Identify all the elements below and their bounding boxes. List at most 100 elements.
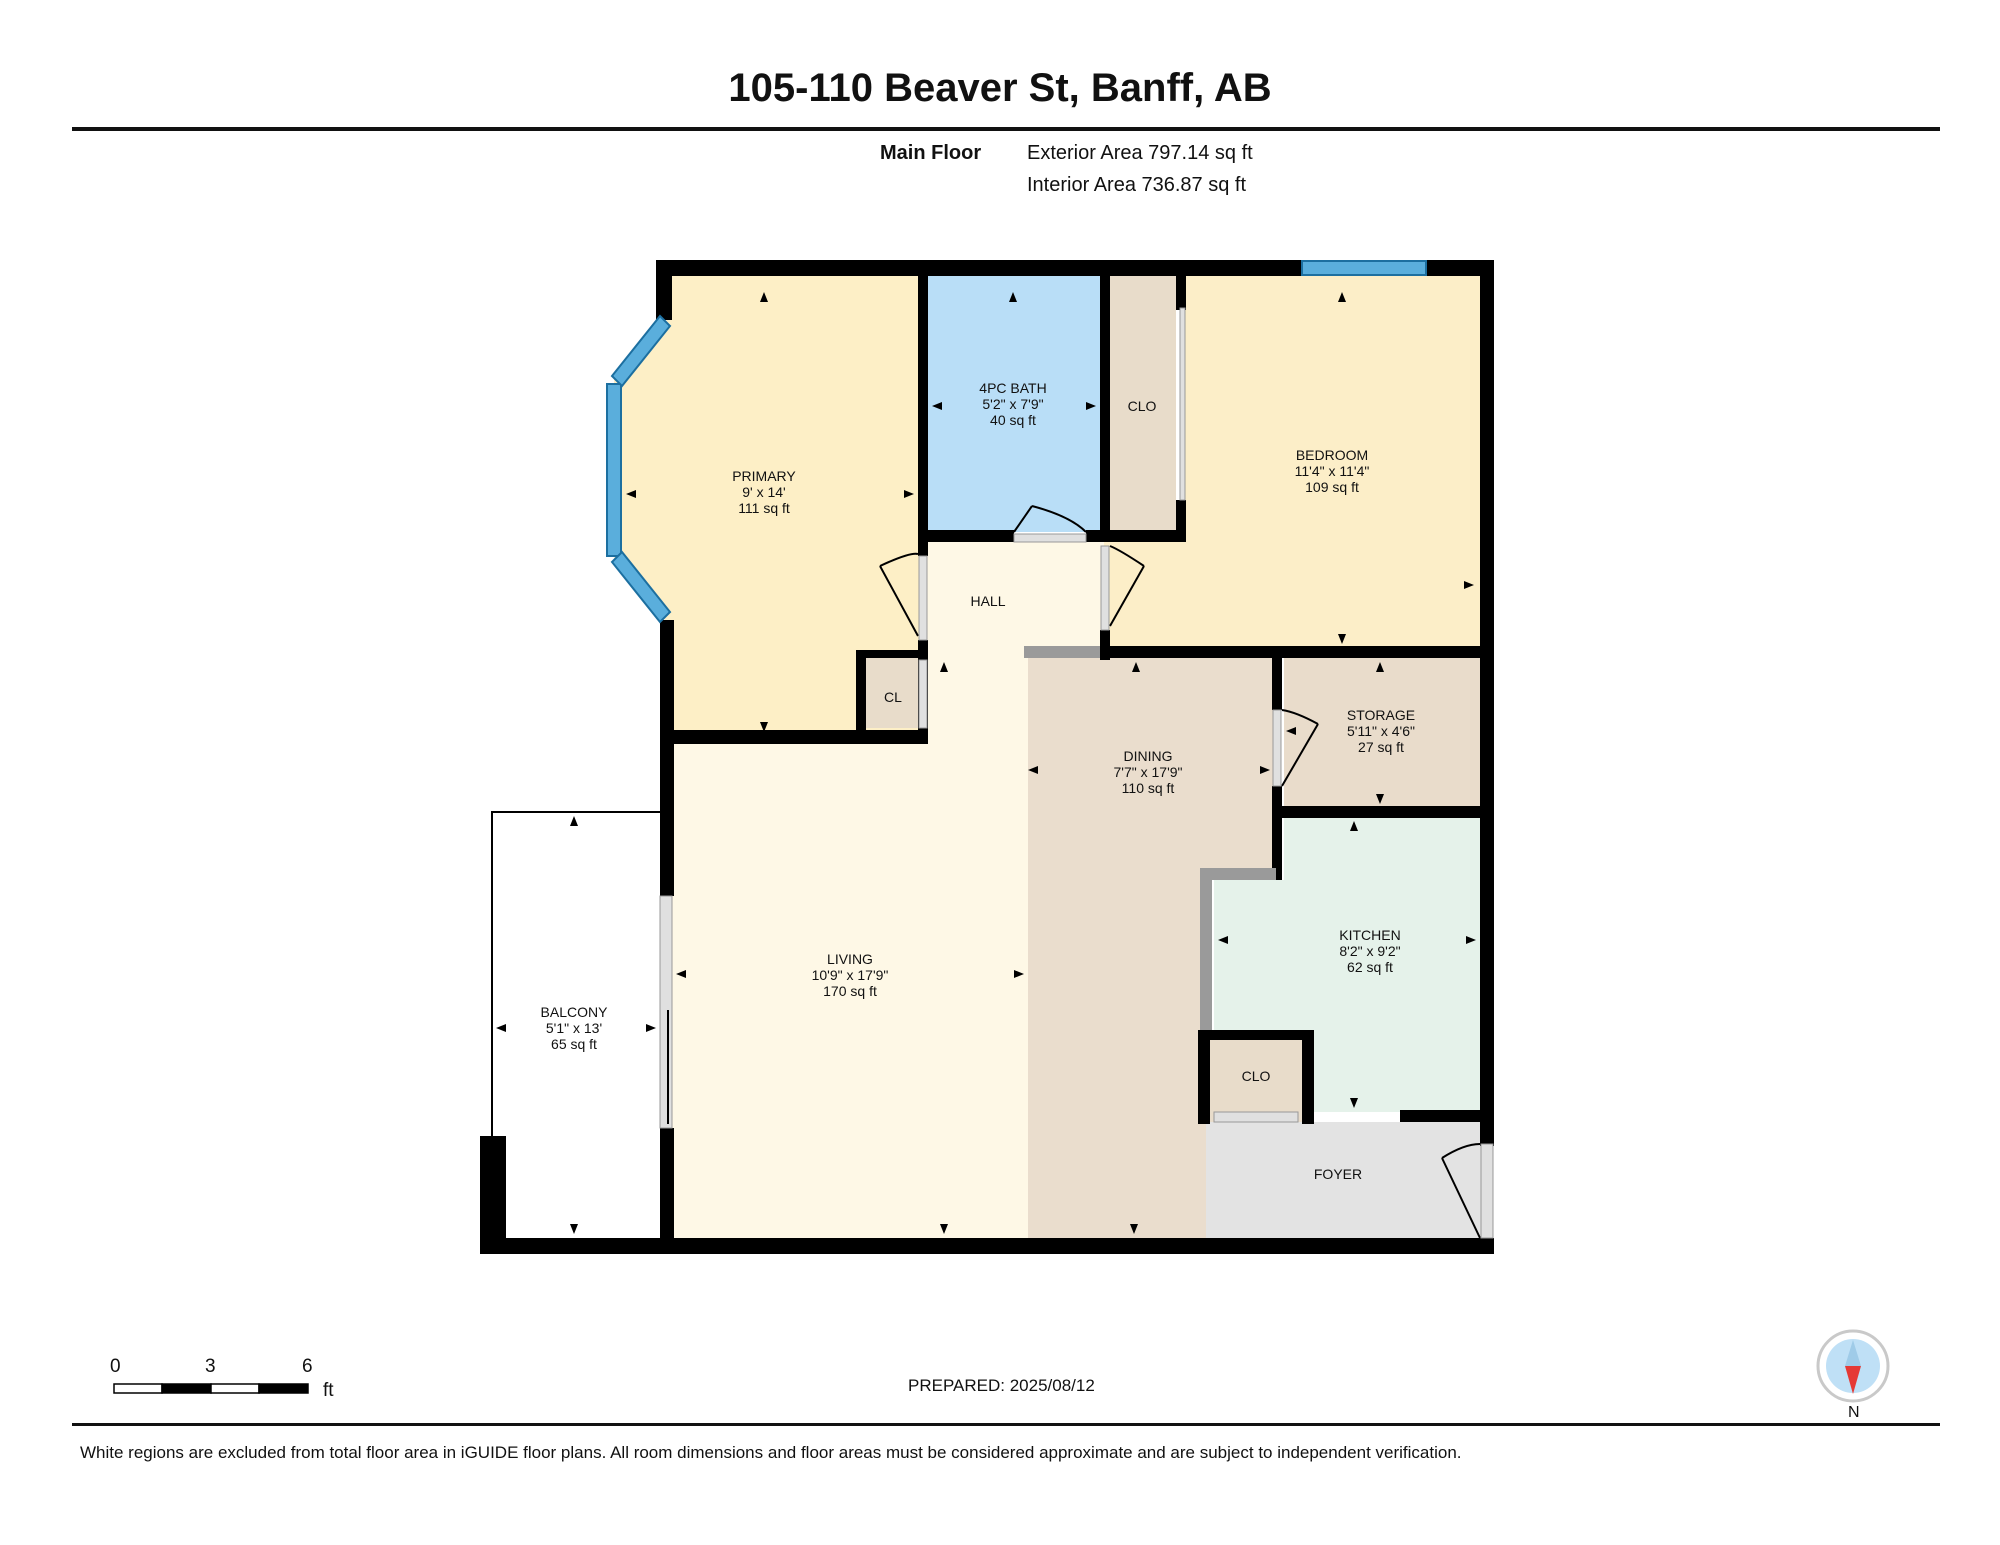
wall-bedroom-bottom	[1100, 646, 1490, 658]
primary-dims: 9' x 14'	[742, 484, 785, 500]
arrow	[1376, 794, 1384, 804]
wall-clo-bottom	[1110, 530, 1186, 542]
arrow	[1132, 662, 1140, 672]
balcony-name: BALCONY	[541, 1004, 609, 1020]
wall-clo-right-bot	[1176, 500, 1186, 542]
bedroom-dims: 11'4" x 11'4"	[1295, 463, 1370, 479]
wall-primary-left-top	[656, 260, 672, 320]
door-leaf-entry	[1480, 1143, 1494, 1239]
arrow	[646, 1024, 656, 1032]
door-storage	[1281, 723, 1319, 787]
clo-top-fill	[1110, 275, 1176, 532]
partition-dining-top	[1024, 646, 1100, 658]
dining-name: DINING	[1124, 748, 1173, 764]
arrow	[1464, 581, 1474, 589]
prepared-date: PREPARED: 2025/08/12	[908, 1376, 1095, 1395]
wall-clo-kitchen-right	[1302, 1030, 1314, 1124]
wall-bath-bottom	[924, 530, 1014, 542]
door-entry-arc	[1441, 1143, 1481, 1159]
balcony-door	[659, 895, 673, 1129]
wall-clo-kitchen-top	[1198, 1030, 1312, 1040]
wall-cl-left	[856, 650, 866, 740]
arrow	[1009, 292, 1017, 302]
wall-cl-top	[856, 650, 928, 658]
storage-dims: 5'11" x 4'6"	[1347, 723, 1415, 739]
arrow	[1338, 292, 1346, 302]
arrow	[1218, 936, 1228, 944]
scale-bar	[113, 1383, 309, 1394]
foyer-fill	[1206, 1112, 1490, 1238]
windows	[606, 260, 1427, 624]
door-bedroom	[1109, 565, 1145, 627]
arrow	[760, 292, 768, 302]
kitchen-dims: 8'2" x 9'2"	[1339, 943, 1400, 959]
arrow	[940, 1224, 948, 1234]
living-dims: 10'9" x 17'9"	[812, 967, 889, 983]
interior-area: Interior Area 736.87 sq ft	[1027, 174, 1247, 196]
foyer-name: FOYER	[1314, 1166, 1362, 1182]
hall-name: HALL	[970, 593, 1005, 609]
arrow	[1028, 766, 1038, 774]
partition-kitchen-left	[1200, 868, 1212, 1030]
arrow	[760, 722, 768, 732]
storage-area: 27 sq ft	[1358, 739, 1404, 755]
clo-top-door	[1179, 307, 1186, 501]
arrow	[1260, 766, 1270, 774]
wall-storage-bottom	[1276, 806, 1486, 818]
bath-dims: 5'2" x 7'9"	[982, 396, 1043, 412]
clo-kitchen-fill	[1210, 1040, 1304, 1122]
scale-tick-6: 6	[302, 1356, 313, 1377]
wall-primary-left-bottom	[660, 620, 674, 740]
compass-needle-north	[1845, 1366, 1861, 1394]
wall-clo-kitchen-left	[1198, 1030, 1210, 1124]
disclaimer: White regions are excluded from total fl…	[80, 1443, 1462, 1462]
room-labels: PRIMARY 9' x 14' 111 sq ft 4PC BATH 5'2"…	[541, 380, 1416, 1182]
door-primary-arc	[879, 552, 919, 567]
bath-area: 40 sq ft	[990, 412, 1036, 428]
door-leaf-primary	[918, 555, 928, 641]
wall-living-left-b	[660, 1128, 674, 1246]
window-primary-top	[610, 314, 672, 388]
wall-top	[656, 260, 1494, 276]
arrow	[1350, 821, 1358, 831]
clo-top-name: CLO	[1128, 398, 1157, 414]
arrow	[1376, 662, 1384, 672]
arrow	[1130, 1224, 1138, 1234]
walls	[480, 260, 1494, 1254]
door-leaf-cl	[918, 659, 928, 729]
wall-primary-bottom	[668, 730, 928, 744]
scale-seg-2	[161, 1383, 212, 1394]
arrow	[570, 816, 578, 826]
bath-fill	[924, 275, 1102, 532]
arrow	[940, 662, 948, 672]
wall-right	[1480, 260, 1494, 1146]
scale-seg-4	[258, 1383, 309, 1394]
dining-fill	[1028, 658, 1276, 1238]
arrow	[626, 490, 636, 498]
scale-seg-1	[113, 1383, 163, 1394]
dining-dims: 7'7" x 17'9"	[1114, 764, 1183, 780]
clo-kitchen-door	[1213, 1111, 1299, 1123]
room-fills	[614, 275, 1490, 1238]
wall-storage-left-top	[1272, 654, 1282, 710]
primary-fill	[614, 275, 920, 730]
compass-needle-south	[1845, 1340, 1861, 1366]
door-leaf-bedroom	[1100, 545, 1110, 631]
cl-name: CL	[884, 689, 902, 705]
door-storage-arc	[1281, 709, 1319, 725]
storage-name: STORAGE	[1347, 707, 1415, 723]
compass-label: N	[1848, 1404, 1860, 1421]
arrow	[570, 1224, 578, 1234]
header-rule	[72, 127, 1940, 131]
scale-seg-3	[210, 1383, 260, 1394]
door-leaves	[918, 533, 1494, 1239]
door-swings	[879, 505, 1481, 1239]
arrow	[1338, 634, 1346, 644]
primary-area: 111 sq ft	[738, 500, 790, 516]
door-leaf-storage	[1272, 709, 1282, 787]
arrow	[1286, 727, 1296, 735]
wall-bottom	[480, 1238, 1494, 1254]
arrow	[676, 970, 686, 978]
primary-name: PRIMARY	[732, 468, 796, 484]
bedroom-area: 109 sq ft	[1305, 479, 1359, 495]
